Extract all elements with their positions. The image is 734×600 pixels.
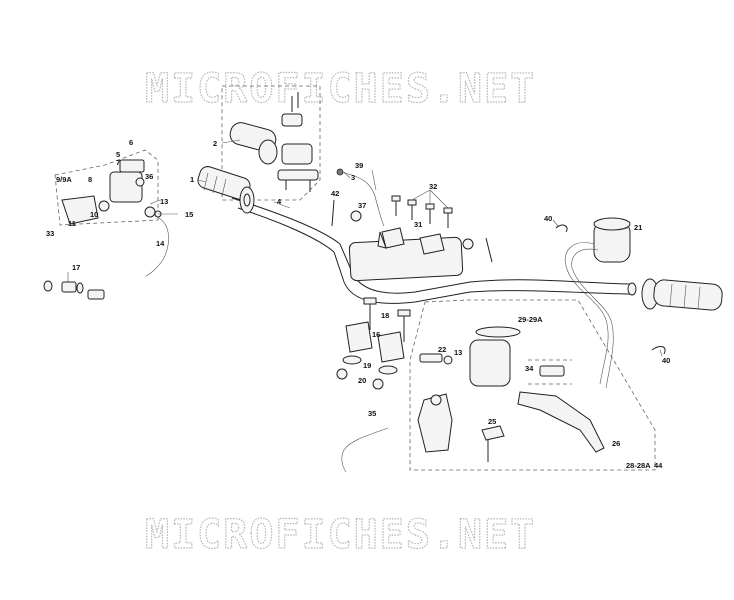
callout-36: 36	[145, 172, 153, 181]
handlebar-pad	[348, 236, 464, 282]
callout-16: 16	[372, 330, 380, 339]
throttle-cable	[339, 171, 385, 227]
right-grip	[641, 278, 723, 311]
callout-5: 5	[116, 150, 120, 159]
callout-25: 25	[488, 417, 496, 426]
callout-8: 8	[88, 175, 92, 184]
callout-20: 20	[358, 376, 366, 385]
adjuster-17	[43, 280, 105, 300]
throttle-assembly	[229, 92, 319, 192]
callout-4: 4	[277, 197, 282, 206]
callout-42: 42	[331, 189, 339, 198]
callout-11: 11	[68, 219, 76, 228]
callout-33: 33	[46, 229, 54, 238]
pin-right	[485, 237, 493, 263]
clutch-group-box	[54, 149, 159, 226]
callout-35: 35	[368, 409, 376, 418]
callout-28-28a: 28-28A	[626, 461, 651, 470]
watermark-bottom: MICROFICHES.NET	[145, 512, 536, 558]
callout-10: 10	[90, 210, 98, 219]
pin-42	[331, 199, 335, 227]
callout-6: 6	[129, 138, 133, 147]
kill-switch-21	[564, 217, 631, 389]
callout-18: 18	[381, 311, 389, 320]
callout-13-right: 13	[454, 348, 462, 357]
callout-17: 17	[72, 263, 80, 272]
callout-3: 3	[351, 173, 355, 182]
callout-21: 21	[634, 223, 642, 232]
clamp-bolts	[377, 195, 453, 255]
callout-44: 44	[654, 461, 663, 470]
left-grip	[197, 166, 255, 214]
callout-15: 15	[185, 210, 193, 219]
callout-39: 39	[355, 161, 363, 170]
clip-40-top	[555, 224, 568, 233]
callout-13-left: 13	[160, 197, 168, 206]
callout-19: 19	[363, 361, 371, 370]
clip-right	[462, 238, 474, 250]
callout-1: 1	[190, 175, 194, 184]
callout-40-top: 40	[544, 214, 552, 223]
callout-9-9a: 9/9A	[56, 175, 72, 184]
brake-group-box	[409, 299, 656, 471]
callout-40-right: 40	[662, 356, 670, 365]
callout-31: 31	[414, 220, 422, 229]
callout-2: 2	[213, 139, 217, 148]
callout-26: 26	[612, 439, 620, 448]
brake-assembly	[417, 326, 605, 462]
callout-37: 37	[358, 201, 366, 210]
clip-40	[651, 346, 666, 355]
clutch-assembly	[61, 159, 169, 277]
callout-29-29a: 29-29A	[518, 315, 543, 324]
callout-22: 22	[438, 345, 446, 354]
lower-clamps	[336, 297, 411, 390]
watermark-top: MICROFICHES.NET	[145, 66, 536, 112]
clip-37	[350, 210, 362, 222]
callout-14: 14	[156, 239, 165, 248]
handlebar-end	[627, 282, 637, 296]
callout-7: 7	[116, 158, 120, 167]
callout-32: 32	[429, 182, 437, 191]
leader-lines	[67, 139, 663, 357]
cable-35	[341, 427, 389, 473]
callout-34: 34	[525, 364, 534, 373]
